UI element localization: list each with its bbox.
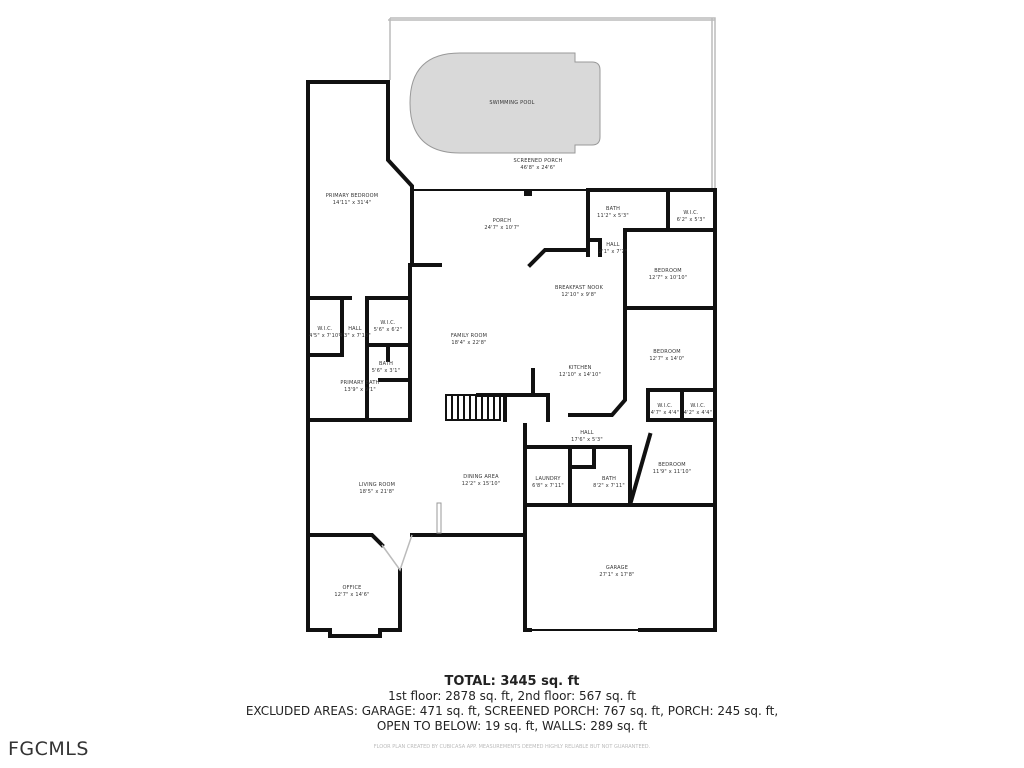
label-wic-b2b: W.I.C. — [690, 403, 706, 409]
size-bath-lower: 8'2" x 7'11" — [593, 483, 625, 489]
label-bedroom-1: BEDROOM — [654, 268, 682, 274]
label-porch: PORCH — [493, 218, 511, 224]
size-hall-small: 2'1" x 7'7" — [599, 249, 627, 255]
label-hall-small: HALL — [606, 242, 620, 248]
size-wic-b2a: 4'7" x 4'4" — [651, 410, 679, 416]
size-wic-upper: 6'2" x 5'3" — [677, 217, 705, 223]
size-screened-porch: 46'8" x 24'6" — [520, 165, 555, 171]
size-laundry: 6'8" x 7'11" — [532, 483, 564, 489]
label-wic-primary: W.I.C. — [380, 320, 396, 326]
total-area: TOTAL: 3445 sq. ft — [444, 674, 580, 689]
screened-porch-outline — [388, 17, 716, 190]
label-hall-main: HALL — [580, 430, 594, 436]
label-laundry: LAUNDRY — [535, 476, 561, 482]
walls — [306, 80, 717, 638]
label-bath-lower: BATH — [602, 476, 616, 482]
size-kitchen: 12'10" x 14'10" — [559, 372, 601, 378]
size-dining-area: 12'2" x 15'10" — [462, 481, 501, 487]
label-wic-upper: W.I.C. — [683, 210, 699, 216]
label-wic-b2a: W.I.C. — [657, 403, 673, 409]
size-bath-primary-small: 5'6" x 3'1" — [372, 368, 400, 374]
size-family-room: 18'4" x 22'8" — [451, 340, 486, 346]
label-living-room: LIVING ROOM — [359, 482, 395, 488]
size-hall-primary: 4'3" x 7'10" — [339, 333, 371, 339]
label-screened-porch: SCREENED PORCH — [513, 158, 562, 164]
size-porch: 24'7" x 10'7" — [484, 225, 519, 231]
swimming-pool-shape — [409, 52, 601, 154]
size-bedroom-2: 12'7" x 14'0" — [649, 356, 684, 362]
label-swimming-pool: SWIMMING POOL — [489, 100, 534, 106]
size-living-room: 18'5" x 21'8" — [359, 489, 394, 495]
label-primary-bedroom: PRIMARY BEDROOM — [326, 193, 379, 199]
label-bath-upper: BATH — [606, 206, 620, 212]
credit-disclaimer: FLOOR PLAN CREATED BY CUBICASA APP. MEAS… — [373, 744, 651, 750]
label-bedroom-2: BEDROOM — [653, 349, 681, 355]
excluded-areas-line-1: EXCLUDED AREAS: GARAGE: 471 sq. ft, SCRE… — [245, 704, 779, 718]
room-labels: SWIMMING POOL SCREENED PORCH 46'8" x 24'… — [309, 100, 712, 598]
label-breakfast-nook: BREAKFAST NOOK — [555, 285, 604, 291]
label-office: OFFICE — [342, 585, 361, 591]
label-wic-left: W.I.C. — [317, 326, 333, 332]
label-primary-bath: PRIMARY BATH — [340, 380, 379, 386]
size-wic-b2b: 4'2" x 4'4" — [684, 410, 712, 416]
stairs — [451, 395, 495, 420]
fgcmls-logo: FGCMLS — [8, 738, 89, 760]
size-bedroom-3: 11'9" x 11'10" — [653, 469, 692, 475]
size-bedroom-1: 12'7" x 10'10" — [649, 275, 688, 281]
label-kitchen: KITCHEN — [568, 365, 591, 371]
size-wic-left: 4'5" x 7'10" — [309, 333, 341, 339]
label-bath-primary-small: BATH — [379, 361, 393, 367]
size-bath-upper: 11'2" x 5'3" — [597, 213, 629, 219]
size-primary-bedroom: 14'11" x 31'4" — [333, 200, 372, 206]
size-wic-primary: 5'6" x 6'2" — [374, 327, 402, 333]
floor-areas: 1st floor: 2878 sq. ft, 2nd floor: 567 s… — [388, 689, 636, 703]
label-dining-area: DINING AREA — [463, 474, 499, 480]
label-hall-primary: HALL — [348, 326, 362, 332]
label-garage: GARAGE — [606, 565, 628, 571]
size-hall-main: 17'6" x 5'3" — [571, 437, 603, 443]
size-primary-bath: 13'9" x 9'1" — [344, 387, 376, 393]
size-breakfast-nook: 12'10" x 9'8" — [561, 292, 596, 298]
size-garage: 27'1" x 17'8" — [599, 572, 634, 578]
label-bedroom-3: BEDROOM — [658, 462, 686, 468]
excluded-areas-line-2: OPEN TO BELOW: 19 sq. ft, WALLS: 289 sq.… — [376, 719, 648, 733]
label-family-room: FAMILY ROOM — [451, 333, 487, 339]
size-office: 12'7" x 14'6" — [334, 592, 369, 598]
